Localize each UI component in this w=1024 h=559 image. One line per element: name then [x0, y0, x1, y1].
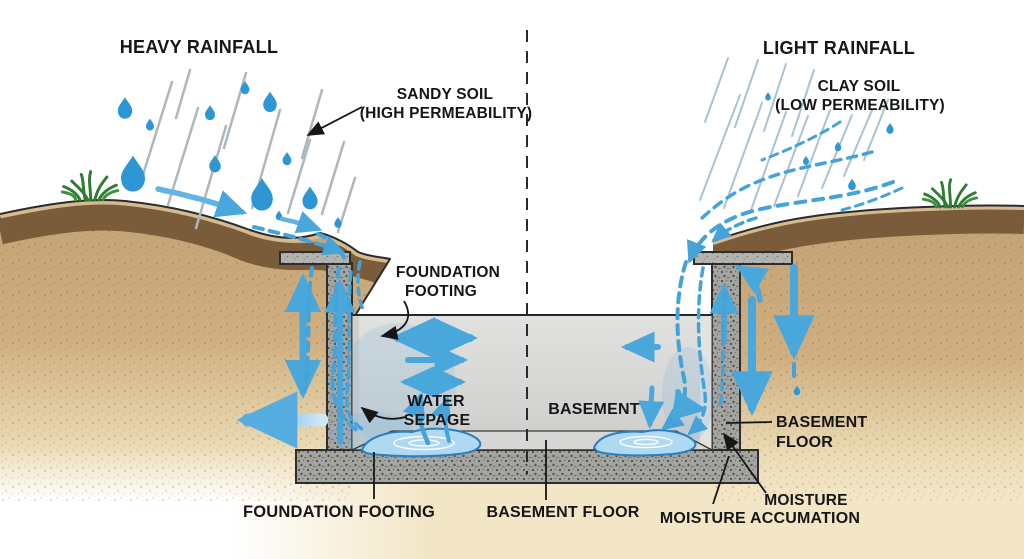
basement-floor-bottom-label: BASEMENT FLOOR [486, 504, 639, 521]
water-flow-arrows-left [155, 186, 452, 449]
foundation-footing-upper-line2: FOOTING [405, 283, 477, 300]
leader-basement-floor-side [725, 421, 773, 424]
water-flow-arrows-right [620, 120, 904, 436]
light-rainfall-label: LIGHT RAINFALL [763, 38, 915, 58]
clay-soil-label-line1: CLAY SOIL [818, 78, 901, 95]
seepage-arrows-interior [389, 317, 479, 398]
basement-floor-side-line1: BASEMENT [776, 414, 867, 431]
right-soil-cross-section [712, 178, 1024, 502]
left-wall-cap [279, 251, 351, 265]
foundation-footing-upper-line1: FOUNDATION [396, 264, 500, 281]
leader-sandy-soil [306, 106, 363, 136]
foundation-footing-bottom-label: FOUNDATION FOOTING [243, 503, 435, 521]
water-seepage-label-line1: WATER [407, 393, 465, 410]
leader-moisture-accumulation [712, 455, 730, 505]
light-rain-streaks [699, 57, 889, 214]
water-puddle-left [360, 427, 482, 458]
leader-lines [306, 106, 773, 505]
leader-foundation-footing-upper [380, 300, 410, 340]
water-puddle-right [592, 429, 697, 457]
clay-soil-label-line2: (LOW PERMEABILITY) [775, 97, 945, 114]
sandy-soil-label-line2: (HIGH PERMEABILITY) [360, 105, 533, 122]
interior-left-wall-face [352, 315, 359, 450]
leader-water-seepage [360, 406, 406, 424]
right-ground-surface-line [712, 204, 1024, 242]
moisture-label: MOISTURE [764, 492, 847, 509]
heavy-rainfall-label: HEAVY RAINFALL [120, 37, 279, 57]
right-wall-cap [693, 251, 793, 265]
water-seepage-label-line2: SEPAGE [404, 412, 471, 429]
basement-floor-side-line2: FLOOR [776, 434, 833, 451]
floor-slab [295, 449, 759, 484]
labels: HEAVY RAINFALL SANDY SOIL (HIGH PERMEABI… [120, 37, 945, 527]
puddle-ripples [393, 435, 673, 451]
moisture-accumulation-label: MOISTURE ACCUMATION [660, 510, 860, 527]
water-puddles [360, 427, 697, 458]
leader-moisture [722, 432, 767, 494]
left-ground-surface-line [0, 198, 391, 315]
sandy-soil-label-line1: SANDY SOIL [397, 86, 493, 103]
basement-label: BASEMENT [548, 401, 639, 418]
